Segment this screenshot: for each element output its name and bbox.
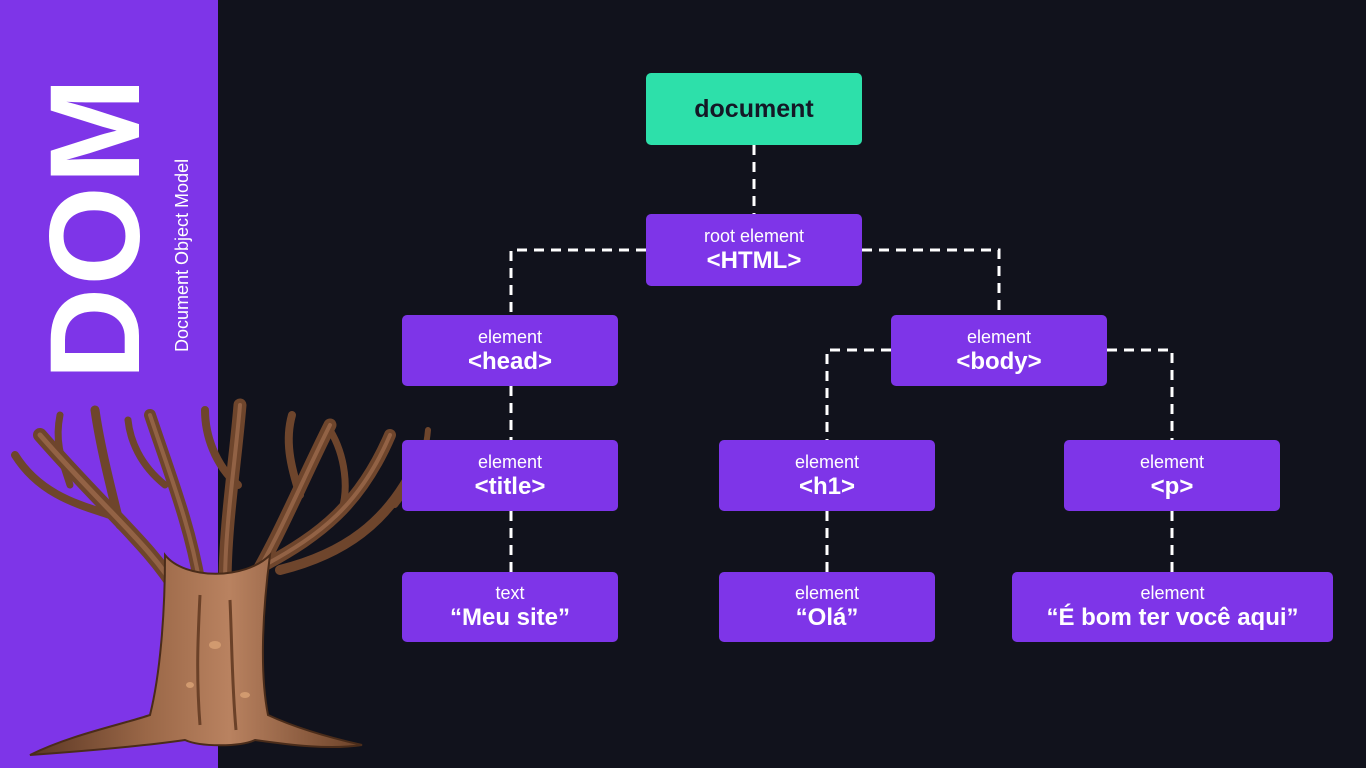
node-html: root element <HTML>	[646, 214, 862, 286]
connector-body-h1	[825, 348, 891, 440]
node-h1: element <h1>	[719, 440, 935, 511]
node-p-tag: <p>	[1150, 472, 1194, 500]
node-title-text-value: “Meu site”	[449, 604, 571, 631]
node-body: element <body>	[891, 315, 1107, 386]
node-h1-text: element “Olá”	[719, 572, 935, 642]
node-title-text-kind: text	[495, 583, 525, 603]
page-subtitle: Document Object Model	[172, 158, 192, 352]
node-body-tag: <body>	[956, 347, 1042, 375]
page-title: DOM	[24, 75, 167, 380]
node-document-label: document	[694, 95, 814, 123]
node-p-text-value: “É bom ter você aqui”	[1046, 604, 1299, 631]
connector-body-p	[1107, 348, 1174, 440]
node-html-kind: root element	[703, 226, 805, 246]
node-p-kind: element	[1139, 451, 1205, 472]
node-p: element <p>	[1064, 440, 1280, 511]
node-html-tag: <HTML>	[706, 247, 802, 274]
node-p-text-kind: element	[1140, 583, 1205, 603]
node-title: element <title>	[402, 440, 618, 511]
node-h1-tag: <h1>	[798, 472, 856, 500]
node-title-kind: element	[477, 451, 543, 472]
node-p-text: element “É bom ter você aqui”	[1012, 572, 1333, 642]
node-h1-text-kind: element	[794, 583, 860, 603]
connector-html-body	[862, 248, 1001, 315]
node-head: element <head>	[402, 315, 618, 386]
node-title-tag: <title>	[474, 472, 546, 500]
connector-html-head	[509, 248, 646, 315]
node-title-text: text “Meu site”	[402, 572, 618, 642]
node-body-kind: element	[966, 326, 1032, 347]
tree-illustration	[11, 398, 431, 756]
node-document: document	[646, 73, 862, 145]
node-head-kind: element	[477, 326, 543, 347]
node-h1-text-value: “Olá”	[795, 604, 859, 631]
node-head-tag: <head>	[467, 347, 553, 375]
node-h1-kind: element	[794, 451, 860, 472]
